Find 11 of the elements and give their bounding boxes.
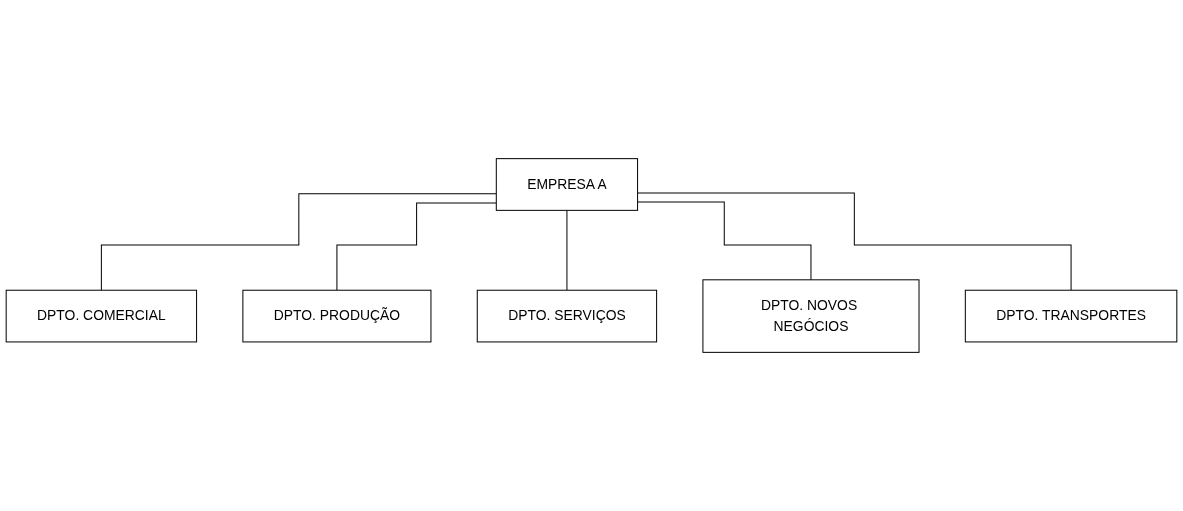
node-box: DPTO. SERVIÇOS (476, 289, 658, 343)
node-box: DPTO. PRODUÇÃO (242, 289, 432, 343)
connector (637, 192, 1072, 291)
connector (637, 201, 812, 281)
node-box: DPTO. COMERCIAL (5, 289, 198, 343)
node-box: DPTO. NOVOS NEGÓCIOS (702, 279, 920, 353)
connector (566, 209, 568, 291)
node-box: DPTO. TRANSPORTES (964, 289, 1178, 343)
node-box: EMPRESA A (495, 158, 639, 211)
connector (336, 202, 497, 291)
connector (100, 193, 497, 291)
